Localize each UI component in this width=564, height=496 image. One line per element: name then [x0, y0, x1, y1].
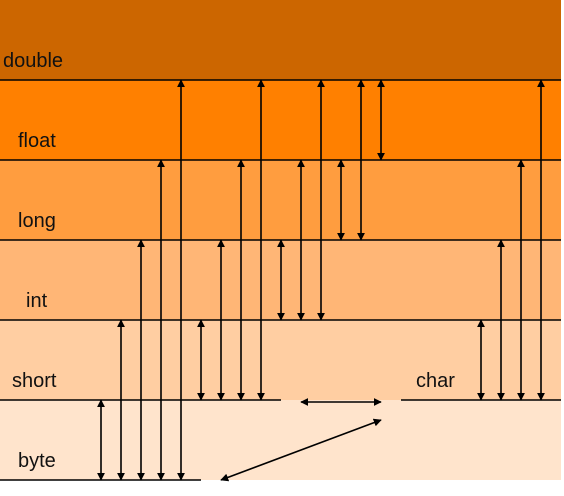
label-int: int	[26, 290, 48, 312]
band-short	[0, 320, 561, 400]
label-byte: byte	[18, 450, 56, 472]
label-char: char	[416, 370, 455, 392]
band-long	[0, 160, 561, 240]
conversion-arrows	[97, 79, 545, 482]
band-double	[0, 0, 561, 80]
label-short: short	[12, 370, 57, 392]
arrow-byte-char	[220, 418, 382, 482]
label-float: float	[18, 130, 56, 152]
label-double: double	[3, 50, 64, 72]
band-float	[0, 80, 561, 160]
label-long: long	[18, 210, 56, 232]
